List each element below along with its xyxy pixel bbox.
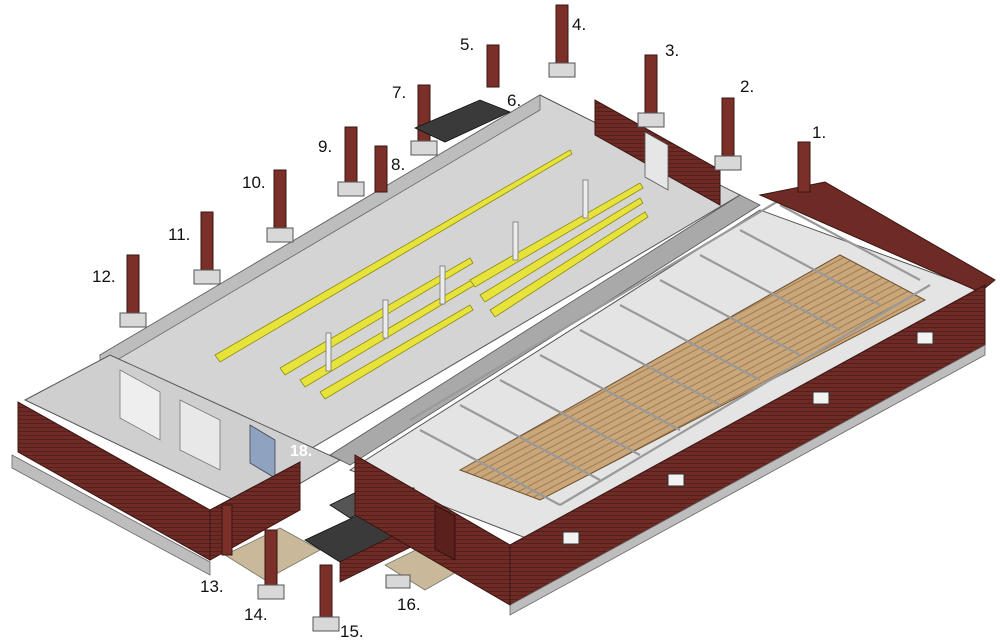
label-4: 4. xyxy=(572,15,586,34)
pillar-16 xyxy=(385,574,411,589)
label-15: 15. xyxy=(340,622,364,641)
pillar-4 xyxy=(548,4,576,78)
pillar-5 xyxy=(486,44,500,88)
boat-hull xyxy=(458,254,927,501)
truss-chord xyxy=(559,284,931,506)
window xyxy=(916,331,934,345)
truss xyxy=(579,329,721,406)
truss xyxy=(499,379,641,456)
pillar-9 xyxy=(337,126,365,197)
pillar-10 xyxy=(266,169,294,243)
number-labels: 1. 2. 3. 4. 5. 6. 7. 8. 9. 10. 11. 12. 1… xyxy=(92,15,826,641)
roof-trusses xyxy=(409,199,931,506)
rack-post xyxy=(582,179,589,219)
label-7: 7. xyxy=(392,83,406,102)
rooms-base xyxy=(11,454,211,576)
label-12: 12. xyxy=(92,267,116,286)
room-wall-interior xyxy=(179,399,221,471)
pillar-15 xyxy=(312,564,340,632)
label-8: 8. xyxy=(391,155,405,174)
pillar-12 xyxy=(119,254,147,328)
label-2: 2. xyxy=(740,77,754,96)
oar xyxy=(489,211,649,318)
label-17: 17. xyxy=(330,463,352,480)
oar xyxy=(214,149,573,363)
rack-post xyxy=(439,265,446,305)
truss xyxy=(699,254,841,331)
label-18: 18. xyxy=(290,443,312,460)
label-16: 16. xyxy=(397,595,421,614)
truss xyxy=(539,354,681,431)
label-3: 3. xyxy=(665,41,679,60)
truss-chord xyxy=(409,199,781,421)
pillar-11 xyxy=(193,211,221,285)
window xyxy=(812,391,830,405)
partition-wall xyxy=(329,194,761,466)
rack-posts xyxy=(325,179,589,372)
label-10: 10. xyxy=(242,173,266,192)
rack-post xyxy=(512,221,519,261)
upper-stair-6 xyxy=(414,99,512,143)
rack-post xyxy=(382,299,389,339)
pillar-14 xyxy=(257,529,285,600)
rack-post xyxy=(325,332,332,372)
pillar-13 xyxy=(221,504,233,556)
label-1: 1. xyxy=(812,123,826,142)
pillars xyxy=(119,4,811,632)
pillar-3 xyxy=(637,54,665,128)
label-14: 14. xyxy=(244,605,268,624)
oar-hall-end-door xyxy=(644,131,669,191)
truss xyxy=(779,204,921,281)
room-wall-interior xyxy=(119,369,161,441)
truss xyxy=(459,404,601,481)
label-9: 9. xyxy=(318,137,332,156)
label-6: 6. xyxy=(507,91,521,110)
boat-hall-base xyxy=(509,344,986,616)
window xyxy=(562,531,580,545)
truss xyxy=(619,304,761,381)
truss xyxy=(419,429,561,506)
truss xyxy=(659,279,801,356)
oar xyxy=(479,197,644,303)
window xyxy=(667,473,685,487)
label-5: 5. xyxy=(460,35,474,54)
label-11: 11. xyxy=(168,225,190,244)
pillar-1 xyxy=(797,141,811,193)
side-door xyxy=(434,504,456,561)
truss xyxy=(739,229,881,306)
label-13: 13. xyxy=(200,577,224,596)
boat-hall-side-wall xyxy=(354,454,511,606)
pillar-8 xyxy=(374,145,388,193)
pillar-2 xyxy=(714,97,742,171)
oar xyxy=(319,304,474,400)
